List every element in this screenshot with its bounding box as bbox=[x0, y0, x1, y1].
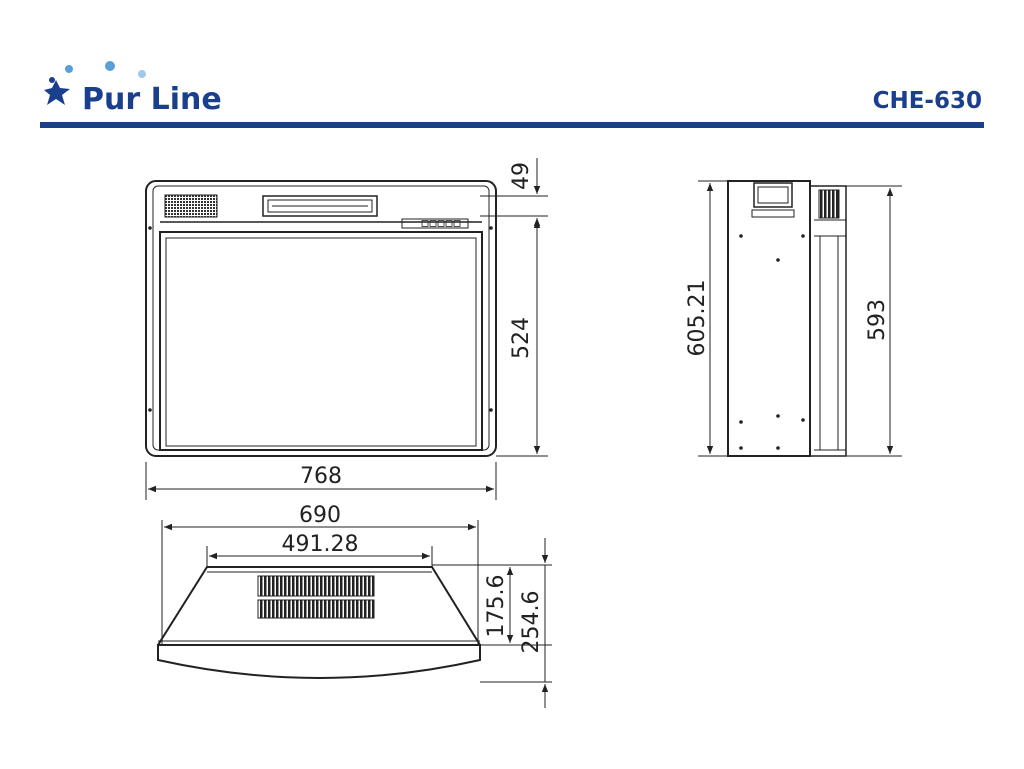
dim-top-depth-outer: 254.6 bbox=[519, 591, 544, 654]
dim-top-depth-inner: 175.6 bbox=[484, 575, 509, 638]
top-view bbox=[157, 566, 481, 679]
model-number: CHE-630 bbox=[872, 88, 982, 114]
brand-logo: Pur Line bbox=[38, 58, 238, 122]
brand-name: Pur Line bbox=[82, 82, 222, 117]
dim-front-top-strip: 49 bbox=[509, 162, 534, 190]
star-figure-icon bbox=[44, 65, 73, 105]
side-dimensions bbox=[698, 180, 902, 457]
dim-side-height: 593 bbox=[865, 299, 890, 341]
top-dimensions bbox=[161, 520, 552, 708]
dim-side-height-total: 605.21 bbox=[685, 280, 710, 357]
header-rule bbox=[40, 122, 984, 128]
dim-top-width-outer: 690 bbox=[299, 503, 341, 528]
side-view bbox=[727, 180, 847, 457]
logo-dots bbox=[105, 61, 146, 78]
dim-top-width-inner: 491.28 bbox=[282, 532, 359, 557]
dim-front-height: 524 bbox=[509, 317, 534, 359]
front-dimensions bbox=[145, 158, 548, 500]
dim-front-width: 768 bbox=[300, 464, 342, 489]
front-view bbox=[145, 180, 497, 457]
